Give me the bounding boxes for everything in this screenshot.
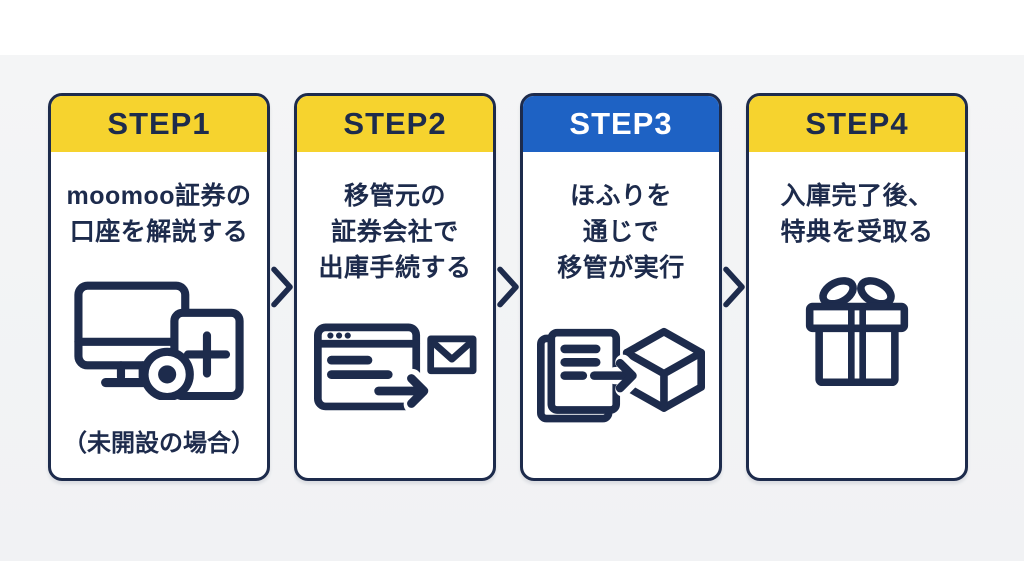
step1-label: STEP1	[107, 106, 211, 141]
step-card-2: STEP2 移管元の 証券会社で 出庫手続する	[294, 93, 496, 481]
step-card-3: STEP3 ほふりを 通じで 移管が実行	[520, 93, 722, 481]
chevron-right-icon	[496, 93, 520, 481]
chevron-right-icon	[722, 93, 746, 481]
gift-icon	[804, 276, 910, 392]
browser-to-mail-icon	[313, 310, 477, 418]
step2-line3: 出庫手続する	[318, 254, 472, 282]
step4-label: STEP4	[805, 106, 909, 141]
step-flow-diagram: STEP1 moomoo証券の 口座を解説する	[48, 93, 968, 481]
document-to-box-icon	[535, 326, 707, 431]
step1-line1: moomoo証券の	[66, 182, 252, 210]
step3-line1: ほふりを	[569, 182, 672, 210]
chevron-right-icon	[270, 93, 294, 481]
step4-description: 入庫完了後、 特典を受取る	[780, 178, 933, 250]
step1-note: （未開設の場合）	[63, 430, 255, 457]
step2-header: STEP2	[297, 96, 493, 152]
step3-label: STEP3	[569, 106, 673, 141]
step3-description: ほふりを 通じで 移管が実行	[557, 178, 685, 286]
step3-header: STEP3	[523, 96, 719, 152]
step2-body: 移管元の 証券会社で 出庫手続する	[297, 152, 493, 478]
step2-line1: 移管元の	[343, 182, 446, 210]
step-card-4: STEP4 入庫完了後、 特典を受取る	[746, 93, 968, 481]
step3-body: ほふりを 通じで 移管が実行	[523, 152, 719, 478]
step4-header: STEP4	[749, 96, 965, 152]
step2-label: STEP2	[343, 106, 447, 141]
devices-add-icon	[73, 280, 245, 400]
step1-line2: 口座を解説する	[69, 218, 249, 246]
step4-line2: 特典を受取る	[780, 218, 934, 246]
step2-line2: 証券会社で	[331, 218, 459, 246]
step1-body: moomoo証券の 口座を解説する （未開設の場合）	[51, 152, 267, 478]
step2-description: 移管元の 証券会社で 出庫手続する	[318, 178, 471, 286]
step4-body: 入庫完了後、 特典を受取る	[749, 152, 965, 478]
step3-line3: 移管が実行	[557, 254, 685, 282]
step4-line1: 入庫完了後、	[780, 182, 934, 210]
step3-line2: 通じで	[582, 218, 660, 246]
step1-description: moomoo証券の 口座を解説する	[66, 178, 251, 250]
step1-header: STEP1	[51, 96, 267, 152]
step-card-1: STEP1 moomoo証券の 口座を解説する	[48, 93, 270, 481]
